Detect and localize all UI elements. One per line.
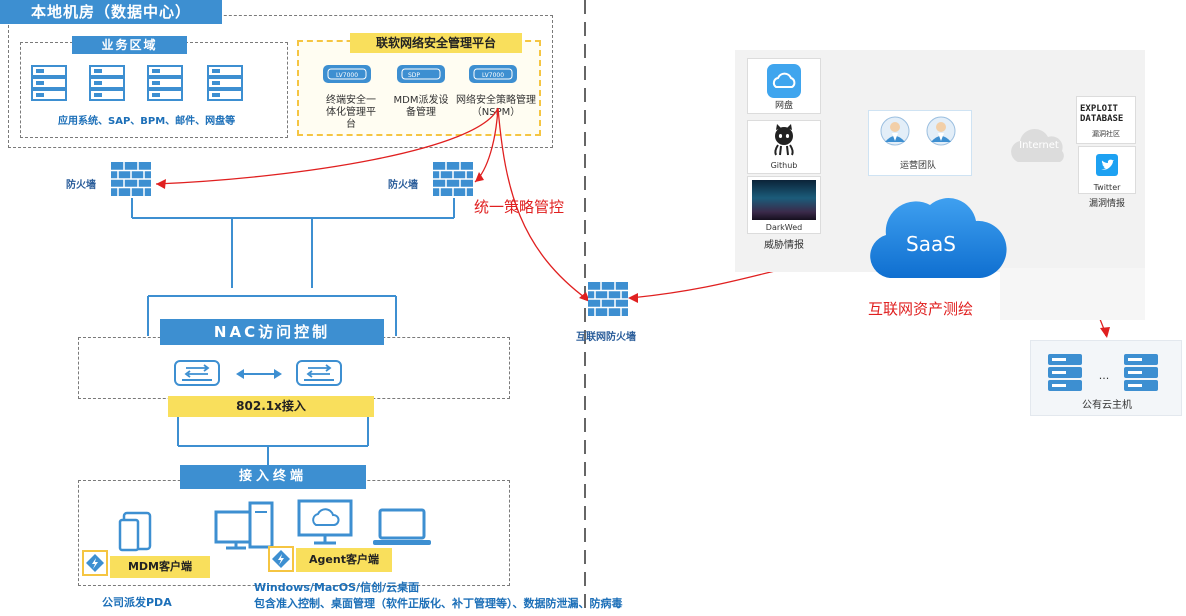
server-icon bbox=[89, 65, 125, 101]
darkweb-label: DarkWed bbox=[765, 223, 803, 232]
endpoints-title: 接入终端 bbox=[180, 465, 366, 489]
exploit-db-logo-line2: DATABASE bbox=[1080, 114, 1124, 124]
platform-title: 联软网络安全管理平台 bbox=[350, 33, 522, 53]
saas-cloud-icon bbox=[870, 198, 1007, 278]
platform-device-label: MDM派发设备管理 bbox=[393, 95, 449, 118]
mdm-client-logo-icon bbox=[82, 550, 108, 576]
bidirectional-arrow-icon bbox=[236, 369, 282, 379]
internet-label: Internet bbox=[1019, 140, 1059, 151]
netdisk-icon bbox=[767, 64, 801, 98]
firewall-left-label: 防火墙 bbox=[66, 180, 96, 191]
server-icon bbox=[207, 65, 243, 101]
datacenter-boundary bbox=[8, 15, 553, 148]
internet-firewall-label: 互联网防火墙 bbox=[576, 332, 636, 343]
firewall-icon bbox=[433, 162, 473, 196]
ops-team-label: 运营团队 bbox=[899, 161, 936, 171]
business-apps-label: 应用系统、SAP、BPM、邮件、网盘等 bbox=[58, 116, 236, 127]
business-servers bbox=[31, 65, 243, 101]
threat-intel-label: 威胁情报 bbox=[764, 240, 804, 251]
nac-boundary bbox=[78, 337, 510, 399]
twitter-label: Twitter bbox=[1093, 183, 1121, 192]
nac-appliance-icon: LV7000 bbox=[323, 65, 371, 83]
datacenter-title: 本地机房（数据中心） bbox=[0, 0, 222, 24]
twitter-bird-icon bbox=[1096, 154, 1118, 176]
saas-panel-extension bbox=[1000, 268, 1145, 320]
dot1x-access-bar: 802.1x接入 bbox=[168, 396, 374, 417]
nac-title: NAC访问控制 bbox=[160, 319, 384, 345]
features-line: 包含准入控制、桌面管理（软件正版化、补丁管理等）、数据防泄漏、防病毒 bbox=[254, 597, 623, 610]
nspm-appliance-icon: LV7000 bbox=[469, 65, 517, 83]
business-zone-title: 业务区域 bbox=[72, 36, 187, 54]
person-icon bbox=[880, 116, 910, 146]
mdm-client-label: MDM客户端 bbox=[110, 556, 210, 578]
exploit-db-logo-line1: EXPLOIT bbox=[1080, 104, 1118, 114]
unified-policy-label: 统一策略管控 bbox=[474, 198, 565, 216]
cloud-server-icon bbox=[1124, 354, 1158, 391]
internet-firewall-icon bbox=[588, 282, 628, 316]
person-icon bbox=[926, 116, 956, 146]
switch-icon bbox=[296, 360, 342, 386]
appliance-badge: SDP bbox=[408, 72, 420, 79]
tablet-icon bbox=[118, 511, 152, 552]
exploit-db-caption: 漏洞社区 bbox=[1092, 130, 1120, 138]
sdp-appliance-icon: SDP bbox=[397, 65, 445, 83]
github-octocat-icon bbox=[774, 124, 794, 156]
pda-label: 公司派发PDA bbox=[102, 596, 172, 609]
netdisk-label: 网盘 bbox=[774, 101, 793, 111]
desktop-pc-icon bbox=[214, 501, 274, 550]
public-cloud-ellipsis: ... bbox=[1098, 369, 1110, 382]
os-support-line: Windows/MacOS/信创/云桌面 bbox=[254, 581, 420, 594]
vuln-intel-label: 漏洞情报 bbox=[1088, 199, 1125, 209]
server-icon bbox=[147, 65, 183, 101]
firewall-right-label: 防火墙 bbox=[388, 180, 418, 191]
platform-boundary bbox=[297, 40, 541, 136]
server-icon bbox=[31, 65, 67, 101]
appliance-badge: LV7000 bbox=[482, 72, 504, 79]
appliance-badge: LV7000 bbox=[336, 72, 358, 79]
agent-client-logo-icon bbox=[268, 546, 294, 572]
github-card bbox=[747, 120, 821, 174]
github-label: Github bbox=[770, 161, 798, 170]
exploit-db-card bbox=[1076, 96, 1136, 144]
laptop-icon bbox=[373, 508, 431, 545]
internet-cloud-icon bbox=[1011, 128, 1064, 162]
switch-icon bbox=[174, 360, 220, 386]
cloud-desktop-icon bbox=[297, 499, 353, 545]
darkweb-image bbox=[752, 180, 816, 220]
asset-mapping-label: 互联网资产测绘 bbox=[868, 300, 974, 318]
firewall-icon bbox=[111, 162, 151, 196]
saas-label: SaaS bbox=[906, 232, 956, 256]
platform-device-label: 终端安全一体化管理平台 bbox=[326, 95, 376, 130]
public-cloud-label: 公有云主机 bbox=[1082, 400, 1132, 411]
cloud-server-icon bbox=[1048, 354, 1082, 391]
agent-client-label: Agent客户端 bbox=[296, 548, 392, 572]
